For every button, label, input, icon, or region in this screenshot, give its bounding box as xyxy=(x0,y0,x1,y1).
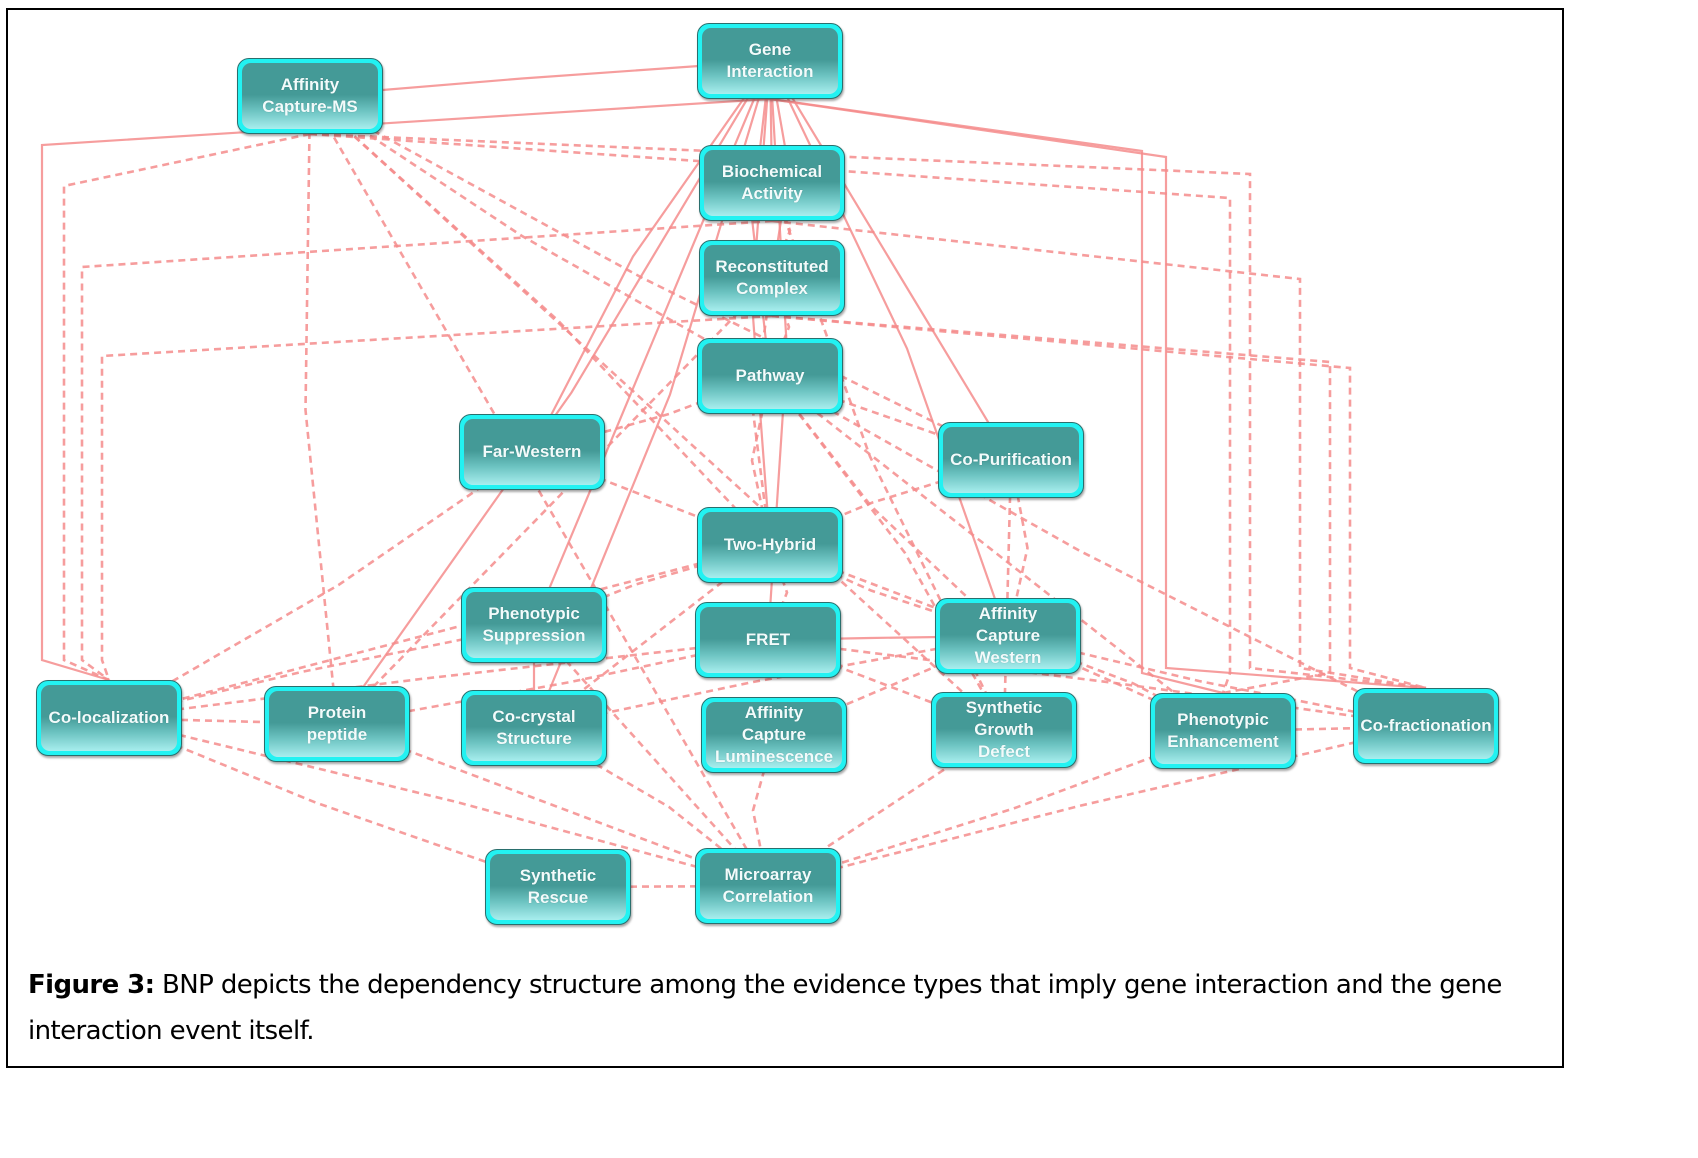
node-label: Affinity Capture-MS xyxy=(242,63,378,129)
edge-pathway-to-affinity_capture_western xyxy=(768,375,1009,637)
node-label: Synthetic Growth Defect xyxy=(936,697,1072,763)
edge-biochemical_activity-to-co_localization xyxy=(80,219,773,682)
node-label: FRET xyxy=(700,607,836,673)
node-fret[interactable]: FRET xyxy=(695,602,841,678)
node-label: Affinity Capture Western xyxy=(940,603,1076,669)
edge-fret-to-co_fractionation xyxy=(767,638,1427,728)
caption-text: BNP depicts the dependency structure amo… xyxy=(28,970,1502,1046)
node-label: Biochemical Activity xyxy=(704,150,840,216)
edge-gene_interaction-to-co_purification xyxy=(769,60,1012,461)
node-co-fractionation[interactable]: Co-fractionation xyxy=(1353,688,1499,764)
node-phenotypic-suppression[interactable]: Phenotypic Suppression xyxy=(461,587,607,663)
edge-affinity_capture_ms-to-pathway xyxy=(309,94,771,378)
edge-affinity_capture_western-to-co_crystal_structure xyxy=(533,634,1009,730)
node-label: Co-crystal Structure xyxy=(466,695,602,761)
edge-affinity_capture_ms-to-co_purification xyxy=(309,94,1012,462)
node-label: Far-Western xyxy=(464,419,600,485)
node-co-purification[interactable]: Co-Purification xyxy=(938,422,1084,498)
edge-co_fractionation-to-microarray_correlation xyxy=(767,724,1427,888)
edge-gene_interaction-to-far_western xyxy=(531,60,771,453)
node-phenotypic-enhancement[interactable]: Phenotypic Enhancement xyxy=(1150,693,1296,769)
node-protein-peptide[interactable]: Protein peptide xyxy=(264,686,410,762)
node-label: Affinity Capture Luminescence xyxy=(706,702,842,768)
node-two-hybrid[interactable]: Two-Hybrid xyxy=(697,507,843,583)
node-affinity-capture-ms[interactable]: Affinity Capture-MS xyxy=(237,58,383,134)
edge-affinity_capture_ms-to-microarray_correlation xyxy=(308,95,770,887)
edge-reconstituted_complex-to-co_fractionation xyxy=(771,314,1427,690)
edge-fret-to-co_localization xyxy=(108,638,769,720)
caption-label: Figure 3: xyxy=(28,970,155,1000)
edge-reconstituted_complex-to-co_localization xyxy=(100,314,773,681)
node-biochemical-activity[interactable]: Biochemical Activity xyxy=(699,145,845,221)
edge-gene_interaction-to-co_fractionation xyxy=(769,97,1427,690)
node-label: Co-localization xyxy=(41,685,177,751)
node-label: Phenotypic Suppression xyxy=(466,592,602,658)
node-label: Two-Hybrid xyxy=(702,512,838,578)
node-pathway[interactable]: Pathway xyxy=(697,338,843,414)
edge-affinity_capture_ms-to-protein_peptide xyxy=(304,95,339,725)
node-co-localization[interactable]: Co-localization xyxy=(36,680,182,756)
node-co-crystal-structure[interactable]: Co-crystal Structure xyxy=(461,690,607,766)
node-synthetic-growth-defect[interactable]: Synthetic Growth Defect xyxy=(931,692,1077,768)
edge-affinity_capture_ms-to-co_localization xyxy=(62,132,311,682)
node-reconstituted-complex[interactable]: Reconstituted Complex xyxy=(699,240,845,316)
edge-phenotypic_suppression-to-co_localization xyxy=(108,623,535,720)
edge-co_localization-to-microarray_correlation xyxy=(108,716,769,888)
edge-pathway-to-co_fractionation xyxy=(769,374,1427,728)
edge-fret-to-protein_peptide xyxy=(336,638,769,726)
edge-reconstituted_complex-to-phenotypic_enhancement xyxy=(771,314,1332,695)
node-label: Synthetic Rescue xyxy=(490,854,626,920)
edge-co_purification-to-synthetic_growth_defect xyxy=(1002,459,1013,731)
node-microarray-correlation[interactable]: Microarray Correlation xyxy=(695,848,841,924)
figure-caption: Figure 3: BNP depicts the dependency str… xyxy=(28,962,1528,1054)
edge-two_hybrid-to-co_localization xyxy=(108,543,771,720)
node-label: Pathway xyxy=(702,343,838,409)
node-label: Reconstituted Complex xyxy=(704,245,840,311)
node-label: Microarray Correlation xyxy=(700,853,836,919)
node-label: Phenotypic Enhancement xyxy=(1155,698,1291,764)
edge-gene_interaction-to-phenotypic_enhancement xyxy=(769,97,1224,695)
edge-affinity_capture_ms-to-synthetic_growth_defect xyxy=(309,95,1005,731)
node-synthetic-rescue[interactable]: Synthetic Rescue xyxy=(485,849,631,925)
node-label: Co-Purification xyxy=(943,427,1079,493)
node-affinity-capture-western[interactable]: Affinity Capture Western xyxy=(935,598,1081,674)
node-far-western[interactable]: Far-Western xyxy=(459,414,605,490)
node-gene-interaction[interactable]: Gene Interaction xyxy=(697,23,843,99)
node-label: Protein peptide xyxy=(269,691,405,757)
edge-affinity_capture_western-to-phenotypic_enhancement xyxy=(1007,634,1224,733)
node-label: Co-fractionation xyxy=(1358,693,1494,759)
edge-biochemical_activity-to-co_fractionation xyxy=(771,219,1427,690)
edge-gene_interaction-to-co_localization xyxy=(40,97,771,682)
edge-phenotypic_suppression-to-microarray_correlation xyxy=(533,624,769,887)
node-label: Gene Interaction xyxy=(702,28,838,94)
edge-far_western-to-co_localization xyxy=(108,450,533,720)
node-affinity-capture-luminescence[interactable]: Affinity Capture Luminescence xyxy=(701,697,847,773)
